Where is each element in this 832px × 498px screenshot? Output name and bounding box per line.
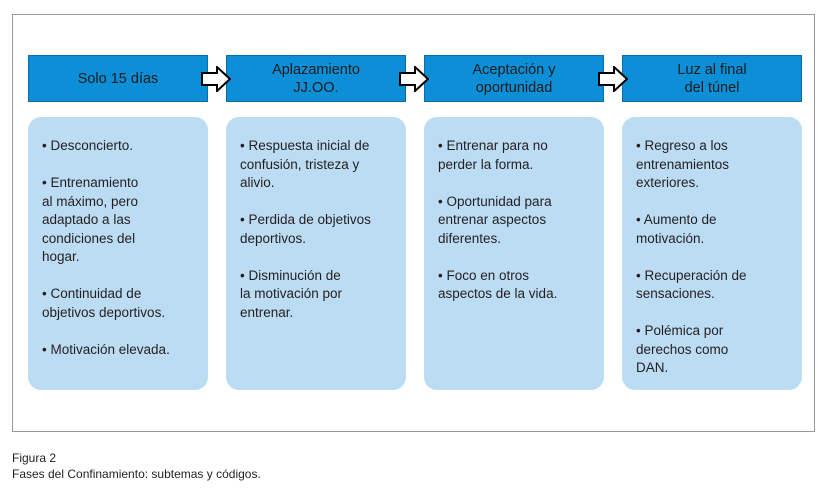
phase-title: Luz al final del túnel (677, 61, 747, 96)
arrow-right-icon (201, 66, 231, 92)
list-item: • Entrenar para no perder la forma. (438, 138, 548, 172)
phase-header-4: Luz al final del túnel (622, 55, 802, 102)
list-item: • Respuesta inicial de confusión, triste… (240, 138, 370, 190)
bullet: • (42, 341, 47, 357)
bullet: • (636, 267, 641, 283)
figure-label: Figura 2 (12, 451, 57, 465)
code-list: • Entrenar para no perder la forma. • Op… (438, 137, 594, 304)
list-item: • Recuperación de sensaciones. (636, 267, 747, 302)
bullet: • (240, 138, 245, 153)
bullet: • (636, 138, 641, 153)
phase-header-3: Aceptación y oportunidad (424, 55, 604, 102)
bullet: • (636, 323, 641, 338)
phase-title: Solo 15 días (77, 70, 159, 87)
code-list: • Respuesta inicial de confusión, triste… (240, 137, 396, 322)
bullet: • (636, 212, 641, 227)
phase-card-4: • Regreso a los entrenamientos exteriore… (622, 117, 802, 390)
figure-caption-text: Fases del Confinamiento: subtemas y códi… (12, 467, 261, 481)
list-item: • Oportunidad para entrenar aspectos dif… (438, 193, 552, 246)
bullet: • (240, 267, 245, 283)
figure-caption: Figura 2 Fases del Confinamiento: subtem… (12, 450, 261, 482)
phase-card-3: • Entrenar para no perder la forma. • Op… (424, 117, 604, 390)
bullet: • (42, 286, 47, 301)
list-item: • Aumento de motivación. (636, 212, 717, 246)
phase-card-2: • Respuesta inicial de confusión, triste… (226, 117, 406, 390)
list-item: • Motivación elevada. (42, 341, 170, 357)
arrow-right-icon (598, 66, 628, 92)
list-item: • Continuidad de objetivos deportivos. (42, 286, 166, 320)
code-list: • Desconcierto. • Entrenamiento al máxim… (42, 137, 198, 359)
list-item: • Polémica por derechos como DAN. (636, 323, 729, 375)
bullet: • (438, 138, 443, 153)
code-list: • Regreso a los entrenamientos exteriore… (636, 137, 792, 378)
phase-card-1: • Desconcierto. • Entrenamiento al máxim… (28, 117, 208, 390)
phase-header-1: Solo 15 días (28, 55, 208, 102)
phase-header-2: Aplazamiento JJ.OO. (226, 55, 406, 102)
arrow-right-icon (399, 66, 429, 92)
phase-title: Aceptación y oportunidad (472, 61, 556, 96)
figure-frame (12, 14, 815, 432)
bullet: • (438, 267, 443, 283)
list-item: • Desconcierto. (42, 138, 134, 153)
list-item: • Disminución de la motivación por entre… (240, 267, 343, 320)
bullet: • (438, 193, 443, 209)
list-item: • Entrenamiento al máximo, pero adaptado… (42, 175, 139, 264)
list-item: • Regreso a los entrenamientos exteriore… (636, 138, 730, 190)
list-item: • Perdida de objetivos deportivos. (240, 212, 371, 246)
phase-title: Aplazamiento JJ.OO. (272, 61, 360, 96)
list-item: • Foco en otros aspectos de la vida. (438, 267, 558, 302)
bullet: • (240, 212, 245, 227)
bullet: • (42, 138, 47, 153)
bullet: • (42, 175, 47, 190)
